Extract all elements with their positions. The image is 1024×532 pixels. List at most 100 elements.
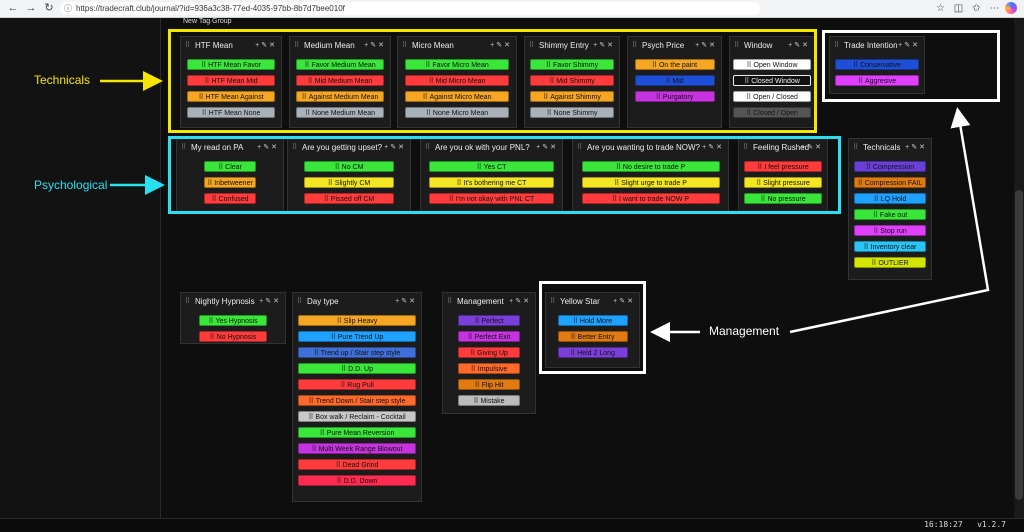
edit-icon[interactable]: ✎ [708,144,717,151]
drag-handle-icon[interactable]: ⠿ [632,42,638,49]
drag-handle-icon[interactable]: ⠿ [297,298,303,305]
tag-chip[interactable]: ⠿ Against Micro Mean [405,91,509,102]
tag-chip[interactable]: ⠿ Favor Medium Mean [296,59,384,70]
tag-chip[interactable]: ⠿ Inbetweener [204,177,256,188]
drag-handle-icon[interactable]: ⠿ [185,298,191,305]
tag-chip[interactable]: ⠿ Impulsive [458,363,520,374]
tag-chip[interactable]: ⠿ Pure Mean Reversion [298,427,416,438]
forward-icon[interactable]: → [25,2,37,14]
tag-chip[interactable]: ⠿ Favor Micro Mean [405,59,509,70]
add-tag-icon[interactable]: + [801,144,808,151]
tag-chip[interactable]: ⠿ D.D. Up [298,363,416,374]
tag-chip[interactable]: ⠿ Box walk / Reclaim - Cocktail [298,411,416,422]
site-info-icon[interactable]: ⓘ [64,4,72,13]
close-icon[interactable]: ✕ [912,42,920,49]
back-icon[interactable]: ← [7,2,19,14]
add-tag-icon[interactable]: + [509,298,516,305]
edit-icon[interactable]: ✎ [542,144,551,151]
edit-icon[interactable]: ✎ [390,144,399,151]
tag-chip[interactable]: ⠿ Rug Pull [298,379,416,390]
tag-chip[interactable]: ⠿ LQ Hold [854,193,926,204]
tag-chip[interactable]: ⠿ Trend Down / Stair step style [298,395,416,406]
add-tag-icon[interactable]: + [536,144,543,151]
tag-chip[interactable]: ⠿ Perfect Exit [458,331,520,342]
tag-chip[interactable]: ⠿ None Micro Mean [405,107,509,118]
tag-chip[interactable]: ⠿ Open / Closed [733,91,811,102]
add-tag-icon[interactable]: + [788,42,795,49]
tag-chip[interactable]: ⠿ Multi Week Range Blowout [298,443,416,454]
favorite-star-icon[interactable]: ☆ [936,3,945,14]
close-icon[interactable]: ✕ [919,144,927,151]
tag-chip[interactable]: ⠿ None Medium Mean [296,107,384,118]
add-tag-icon[interactable]: + [905,144,912,151]
close-icon[interactable]: ✕ [716,144,724,151]
tag-chip[interactable]: ⠿ Held 2 Long [557,347,628,358]
tag-chip[interactable]: ⠿ Closed Window [733,75,811,86]
tag-chip[interactable]: ⠿ Flip Hit [458,379,520,390]
edit-icon[interactable]: ✎ [807,144,816,151]
close-icon[interactable]: ✕ [627,298,635,305]
drag-handle-icon[interactable]: ⠿ [743,144,749,151]
drag-handle-icon[interactable]: ⠿ [853,144,859,151]
drag-handle-icon[interactable]: ⠿ [181,144,187,151]
add-tag-icon[interactable]: + [613,298,620,305]
tag-chip[interactable]: ⠿ No desire to trade P [581,161,720,172]
close-icon[interactable]: ✕ [523,298,531,305]
close-icon[interactable]: ✕ [815,144,823,151]
tag-chip[interactable]: ⠿ Closed / Open [733,107,811,118]
tag-chip[interactable]: ⠿ Slip Heavy [298,315,416,326]
tag-chip[interactable]: ⠿ Against Shimmy [530,91,614,102]
tag-chip[interactable]: ⠿ Conservative [835,59,919,70]
add-tag-icon[interactable]: + [695,42,702,49]
favorites-icon[interactable]: ✩ [972,3,981,14]
tag-chip[interactable]: ⠿ OUTLIER [854,257,926,268]
tag-chip[interactable]: ⠿ Mid [634,75,715,86]
edit-icon[interactable]: ✎ [263,144,272,151]
add-tag-icon[interactable]: + [255,42,262,49]
split-screen-icon[interactable]: ◫ [953,3,964,14]
edit-icon[interactable]: ✎ [619,298,628,305]
drag-handle-icon[interactable]: ⠿ [294,42,300,49]
tag-chip[interactable]: ⠿ Mid Medium Mean [296,75,384,86]
tag-chip[interactable]: ⠿ Compression [854,161,926,172]
tag-chip[interactable]: ⠿ HTF Mean Favor [187,59,275,70]
tag-chip[interactable]: ⠿ Mid Micro Mean [405,75,509,86]
address-bar[interactable]: ⓘ https://tradecraft.club/journal/?id=93… [60,2,760,15]
tag-chip[interactable]: ⠿ Favor Shimmy [530,59,614,70]
close-icon[interactable]: ✕ [409,298,417,305]
reload-icon[interactable]: ↻ [44,2,54,14]
tag-chip[interactable]: ⠿ On the paint [634,59,715,70]
edit-icon[interactable]: ✎ [261,42,270,49]
tag-chip[interactable]: ⠿ Fake out [854,209,926,220]
add-tag-icon[interactable]: + [898,42,905,49]
tag-chip[interactable]: ⠿ Open Window [733,59,811,70]
add-tag-icon[interactable]: + [395,298,402,305]
scrollbar-thumb[interactable] [1015,190,1023,500]
tag-chip[interactable]: ⠿ No pressure [744,193,822,204]
close-icon[interactable]: ✕ [269,42,277,49]
edit-icon[interactable]: ✎ [701,42,710,49]
add-tag-icon[interactable]: + [257,144,264,151]
edit-icon[interactable]: ✎ [515,298,524,305]
more-menu-icon[interactable]: ⋯ [989,3,1000,14]
tag-chip[interactable]: ⠿ Against Medium Mean [296,91,384,102]
add-tag-icon[interactable]: + [702,144,709,151]
tag-chip[interactable]: ⠿ Clear [204,161,256,172]
edit-icon[interactable]: ✎ [599,42,608,49]
add-tag-icon[interactable]: + [490,42,497,49]
close-icon[interactable]: ✕ [271,144,279,151]
tag-chip[interactable]: ⠿ Slightly CM [304,177,394,188]
drag-handle-icon[interactable]: ⠿ [185,42,191,49]
tag-chip[interactable]: ⠿ Slight urge to trade P [581,177,720,188]
drag-handle-icon[interactable]: ⠿ [292,144,298,151]
tag-chip[interactable]: ⠿ HTF Mean None [187,107,275,118]
copilot-icon[interactable] [1005,2,1017,14]
tag-chip[interactable]: ⠿ Giving Up [458,347,520,358]
tag-chip[interactable]: ⠿ Pissed off CM [304,193,394,204]
add-tag-icon[interactable]: + [593,42,600,49]
tag-chip[interactable]: ⠿ It's bothering me CT [429,177,554,188]
tag-chip[interactable]: ⠿ D.D. Down [298,475,416,486]
edit-icon[interactable]: ✎ [794,42,803,49]
tag-chip[interactable]: ⠿ Pure Trend Up [298,331,416,342]
tag-chip[interactable]: ⠿ Trend up / Stair step style [298,347,416,358]
